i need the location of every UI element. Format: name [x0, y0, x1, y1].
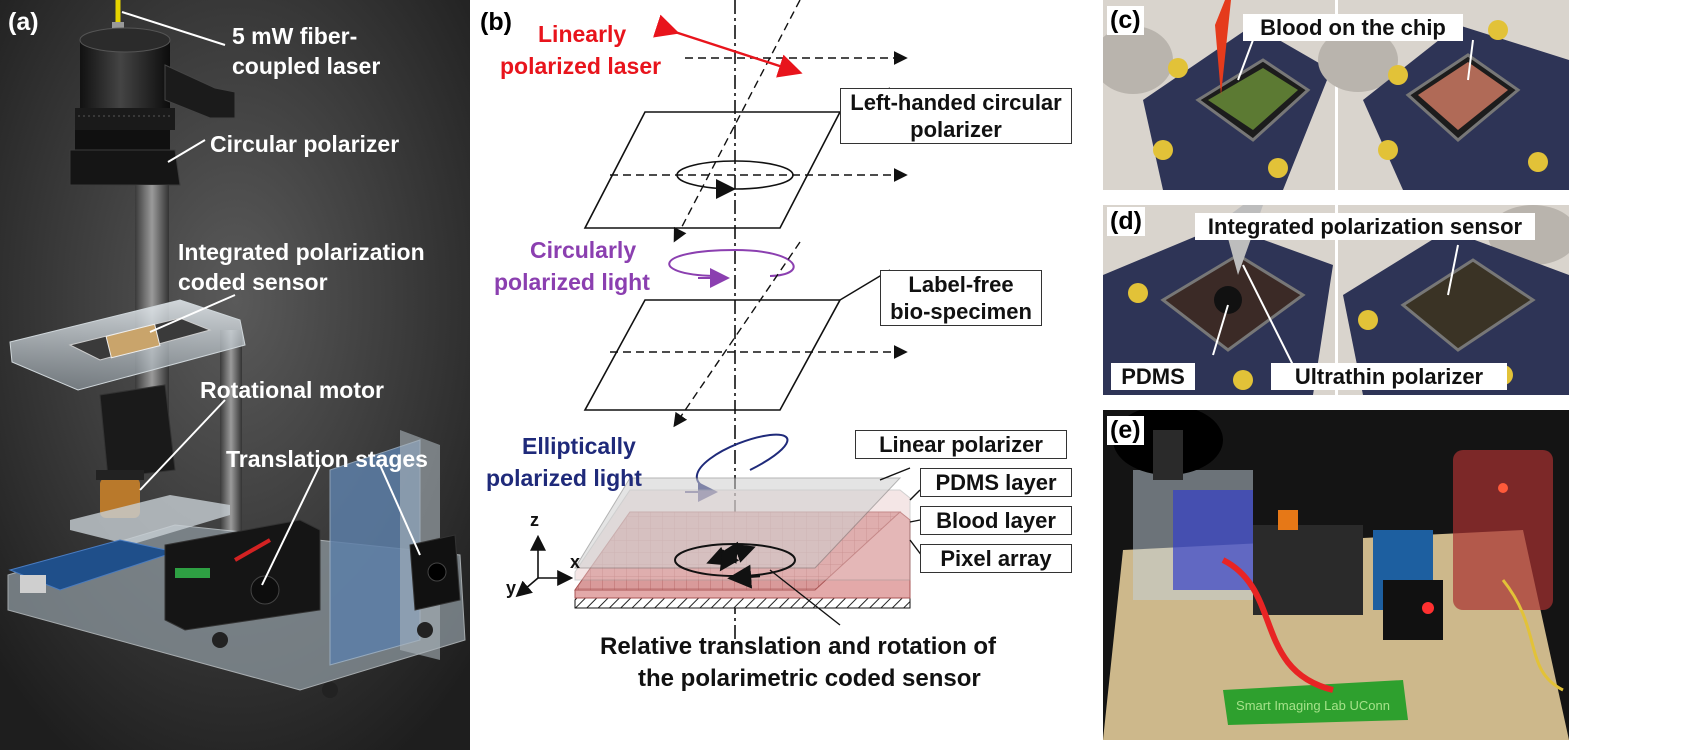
- specimen-line1: Label-free: [908, 272, 1014, 297]
- axis-z-label: z: [530, 510, 539, 530]
- specimen-plane: [583, 299, 842, 411]
- linear-polarization-arrow: [653, 14, 803, 78]
- sensor-label-line2: coded sensor: [178, 269, 328, 295]
- translation-stages-label: Translation stages: [226, 446, 428, 472]
- axis-y-label: y: [506, 578, 517, 598]
- circular-light-label-line2: polarized light: [494, 269, 650, 295]
- panel-a: (a) 5 mW fiber- coupled laser Circular p…: [0, 0, 470, 750]
- panel-a-rendering: [0, 0, 470, 750]
- panel-c: (c) Blood on the chip: [1093, 0, 1569, 190]
- circular-light-label-line1: Circularly: [530, 237, 637, 263]
- sensor-chip: [105, 323, 161, 359]
- linear-polarizer-layer: [574, 477, 902, 569]
- blood-on-chip-label: Blood on the chip: [1243, 14, 1463, 41]
- linear-laser-label-line1: Linearly: [538, 21, 627, 47]
- panel-e-photo: Smart Imaging Lab UConn: [1103, 405, 1569, 740]
- panel-d-tag: (d): [1107, 207, 1145, 236]
- integrated-polarization-sensor-label: Integrated polarization sensor: [1195, 213, 1535, 240]
- axis-x-label: x: [570, 552, 581, 572]
- panel-d: (d) Integrated polarization sensor PDMS …: [1103, 205, 1578, 395]
- caption-line1: Relative translation and rotation of: [600, 633, 997, 660]
- rotational-motor-label: Rotational motor: [200, 377, 384, 403]
- panel-a-tag: (a): [8, 8, 39, 36]
- polarization-diagram: [515, 0, 926, 640]
- elliptical-light-swirl: [695, 433, 789, 491]
- circular-polarizer-label: Circular polarizer: [210, 131, 400, 157]
- panel-e: Smart Imaging Lab UConn (e): [1103, 405, 1569, 740]
- ultrathin-polarizer-label: Ultrathin polarizer: [1271, 363, 1507, 390]
- pdms-label: PDMS: [1111, 363, 1195, 390]
- linear-laser-label-line2: polarized laser: [500, 53, 662, 79]
- specimen-line2: bio-specimen: [890, 299, 1032, 324]
- laser-label-line1: 5 mW fiber-: [232, 23, 358, 49]
- sensor-label-line1: Integrated polarization: [178, 239, 425, 265]
- caption-line2: the polarimetric coded sensor: [638, 665, 981, 692]
- specimen-label: Label-free bio-specimen: [880, 270, 1042, 326]
- circular-polarizer-plane: [583, 111, 842, 229]
- blood-layer-label: Blood layer: [920, 506, 1072, 535]
- circular-light-swirl: [668, 248, 795, 277]
- pdms-layer-label: PDMS layer: [920, 468, 1072, 497]
- elliptical-light-label-line1: Elliptically: [522, 433, 636, 459]
- panel-b: (b) Linearly polarized laser Left-handed…: [470, 0, 1100, 750]
- panel-b-tag: (b): [480, 8, 512, 36]
- laser-label-line2: coupled laser: [232, 53, 381, 79]
- left-circular-line2: polarizer: [910, 117, 1002, 142]
- pixel-array-label: Pixel array: [920, 544, 1072, 573]
- lab-watermark: Smart Imaging Lab UConn: [1236, 698, 1390, 713]
- circular-polarizer-shape: [69, 149, 181, 186]
- left-circular-polarizer-label: Left-handed circular polarizer: [840, 88, 1072, 144]
- panel-c-tag: (c): [1107, 6, 1144, 35]
- linear-polarizer-label: Linear polarizer: [855, 430, 1067, 459]
- elliptical-light-label-line2: polarized light: [486, 465, 642, 491]
- left-circular-line1: Left-handed circular: [850, 90, 1062, 115]
- panel-e-tag: (e): [1107, 416, 1144, 445]
